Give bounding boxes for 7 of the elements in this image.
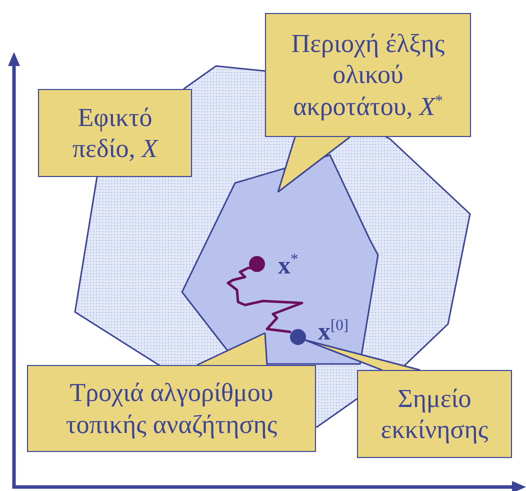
point-label: x$^{[0]}$ — [318, 318, 349, 344]
callout-text: Τροχιά αλγορίθμου τοπικής αναζήτησης — [64, 377, 278, 440]
callout-text: Περιοχή έλξης ολικού ακροτάτου, X$^{*}$ — [290, 28, 446, 122]
callout-text: Σημείο εκκίνησης — [380, 382, 490, 446]
callout-box — [38, 89, 192, 177]
callout-text: Εφικτό πεδίο, X — [71, 102, 160, 164]
point-label: x$^{*}$ — [278, 252, 298, 278]
